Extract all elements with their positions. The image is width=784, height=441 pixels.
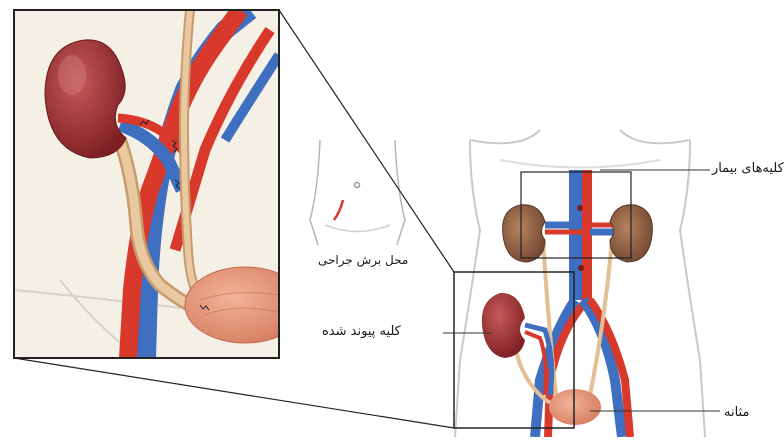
label-diseased-kidneys: کلیه‌های بیمار [712,161,784,176]
zoom-connector-top [279,10,454,272]
label-bladder: مثانه [724,405,749,420]
diseased-kidney-left [503,205,545,262]
bladder-large [185,267,305,343]
label-incision-site: محل برش جراحی [318,253,408,267]
incision-line [334,200,343,220]
label-transplanted-kidney: کلیه پیوند شده [322,324,401,339]
incision-torso-sketch [310,140,405,245]
zoom-connector-bottom [14,358,454,428]
bladder-small [549,389,601,425]
zoom-inset [14,10,305,358]
